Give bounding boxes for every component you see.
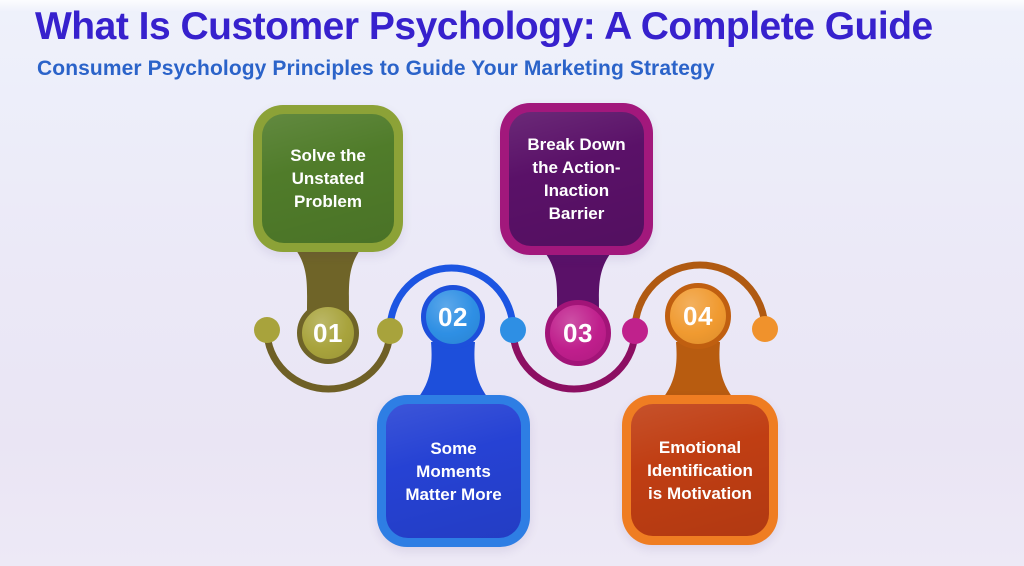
- arc-02: [386, 264, 517, 331]
- connector-dot: [377, 318, 403, 344]
- step-number-circle-02: 02: [421, 285, 485, 349]
- step-box-03-inner: Break Down the Action- Inaction Barrier: [509, 112, 644, 246]
- item-02-connector: [386, 264, 517, 398]
- item-01-connector: [263, 246, 394, 393]
- step-box-03: Break Down the Action- Inaction Barrier: [500, 103, 653, 255]
- step-number-circle-01: 01: [297, 302, 359, 364]
- step-number-01: 01: [313, 317, 343, 348]
- connector-dot: [622, 318, 648, 344]
- step-number-03: 03: [563, 317, 593, 348]
- stem-02: [418, 342, 488, 398]
- step-number-02: 02: [438, 301, 468, 332]
- page-title: What Is Customer Psychology: A Complete …: [35, 5, 933, 48]
- item-03-connector: [509, 250, 639, 393]
- stem-03: [543, 250, 613, 312]
- stem-04: [663, 342, 733, 398]
- step-label-01: Solve the Unstated Problem: [290, 146, 366, 211]
- connector-dot: [752, 316, 778, 342]
- step-label-03: Break Down the Action- Inaction Barrier: [527, 135, 626, 223]
- step-box-01: Solve the Unstated Problem: [253, 105, 403, 252]
- step-label-04: Emotional Identification is Motivation: [647, 437, 753, 503]
- arc-03: [509, 329, 639, 393]
- connector-dot: [500, 317, 526, 343]
- arc-04: [631, 261, 769, 331]
- page-subtitle: Consumer Psychology Principles to Guide …: [37, 57, 715, 80]
- step-box-01-inner: Solve the Unstated Problem: [262, 114, 394, 243]
- step-box-02-inner: Some Moments Matter More: [386, 404, 521, 538]
- connector-dot: [254, 317, 280, 343]
- step-box-04-inner: Emotional Identification is Motivation: [631, 404, 769, 536]
- step-number-circle-03: 03: [545, 300, 611, 366]
- step-number-04: 04: [683, 300, 713, 331]
- item-04-connector: [631, 261, 769, 398]
- step-box-04: Emotional Identification is Motivation: [622, 395, 778, 545]
- stem-01: [293, 246, 363, 312]
- step-label-02: Some Moments Matter More: [405, 438, 502, 504]
- step-box-02: Some Moments Matter More: [377, 395, 530, 547]
- step-number-circle-04: 04: [665, 283, 731, 349]
- arc-01: [263, 329, 394, 393]
